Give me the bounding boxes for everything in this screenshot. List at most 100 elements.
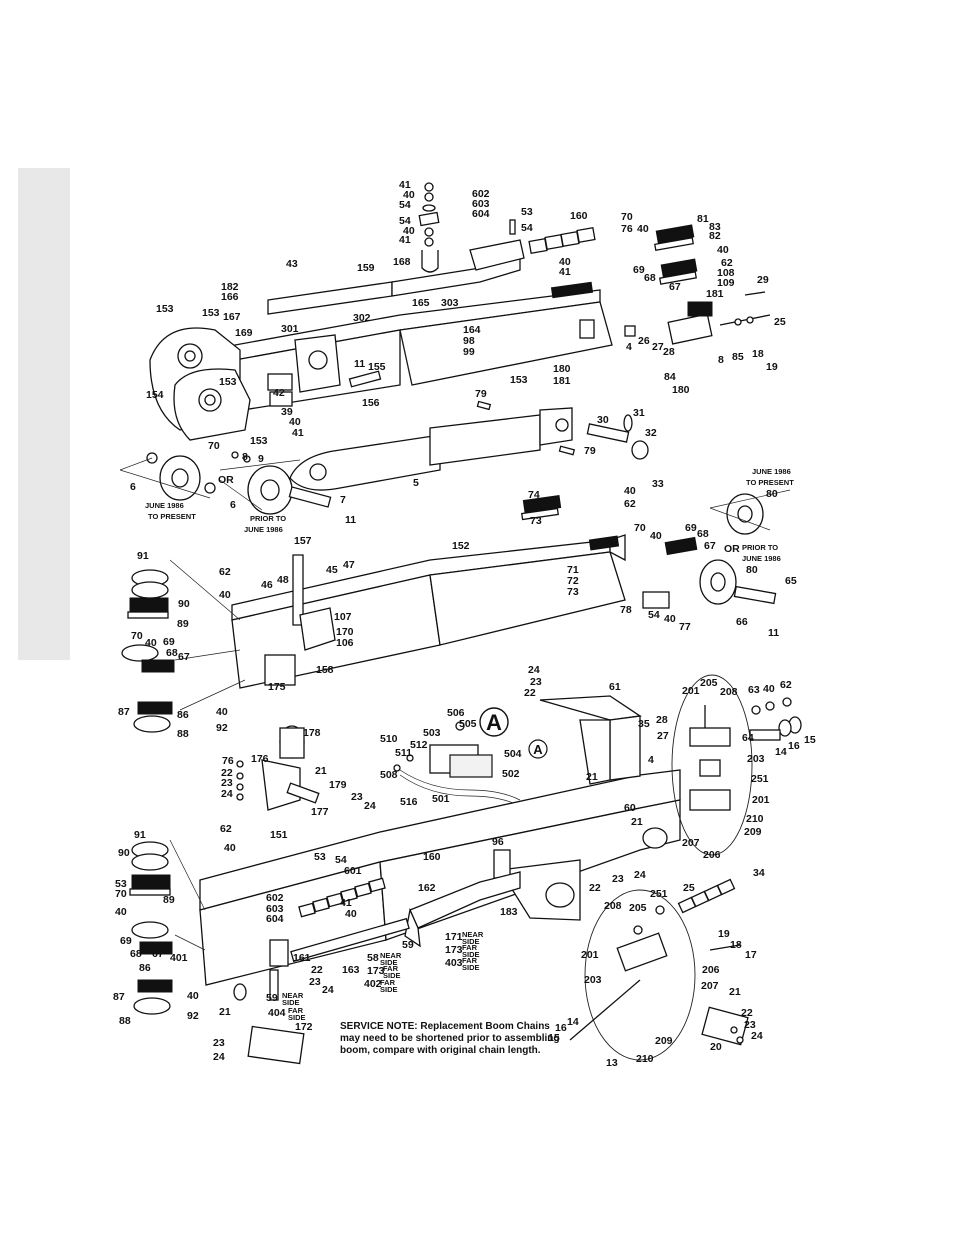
part-label-161: 161 bbox=[293, 952, 311, 964]
part-label-153: 153 bbox=[156, 303, 174, 315]
detail-oval-13 bbox=[569, 878, 749, 1061]
part-label-67: 67 bbox=[669, 281, 681, 293]
part-label-74: 74 bbox=[528, 489, 540, 501]
top-boom-assembly bbox=[149, 182, 771, 441]
part-label-54: 54 bbox=[521, 222, 533, 234]
service-note-line-2: may need to be shortened prior to assemb… bbox=[340, 1033, 560, 1044]
part-label-62: 62 bbox=[624, 498, 636, 510]
part-label-69: 69 bbox=[120, 935, 132, 947]
part-label-170: 170 bbox=[336, 626, 354, 638]
part-label-23: 23 bbox=[309, 976, 321, 988]
part-label-84: 84 bbox=[664, 371, 676, 383]
part-label-98: 98 bbox=[463, 335, 475, 347]
part-label-169: 169 bbox=[235, 327, 253, 339]
part-label-40: 40 bbox=[624, 485, 636, 497]
part-label-64: 64 bbox=[742, 732, 754, 744]
june-1986-to-present-right-1: JUNE 1986 bbox=[752, 467, 791, 476]
part-label-208: 208 bbox=[720, 686, 738, 698]
part-label-40: 40 bbox=[115, 906, 127, 918]
part-label-54: 54 bbox=[335, 854, 347, 866]
part-label-47: 47 bbox=[343, 559, 355, 571]
part-label-30: 30 bbox=[597, 414, 609, 426]
part-label-302: 302 bbox=[353, 312, 371, 324]
part-label-24: 24 bbox=[213, 1051, 225, 1063]
detail-a-small-label: A bbox=[533, 742, 543, 757]
part-label-25: 25 bbox=[683, 882, 695, 894]
part-label-22: 22 bbox=[311, 964, 323, 976]
part-label-46: 46 bbox=[261, 579, 273, 591]
part-label-203: 203 bbox=[747, 753, 765, 765]
part-label-23: 23 bbox=[351, 791, 363, 803]
part-label-45: 45 bbox=[326, 564, 338, 576]
side-note-side: SIDE bbox=[462, 937, 480, 946]
part-label-167: 167 bbox=[223, 311, 241, 323]
part-label-61: 61 bbox=[609, 681, 621, 693]
part-label-173: 173 bbox=[445, 944, 463, 956]
part-label-31: 31 bbox=[633, 407, 645, 419]
detail-a-callout: A A bbox=[479, 707, 548, 759]
part-label-87: 87 bbox=[113, 991, 125, 1003]
part-label-83: 83 bbox=[709, 221, 721, 233]
side-note-side: SIDE bbox=[380, 985, 398, 994]
part-label-48: 48 bbox=[277, 574, 289, 586]
part-label-27: 27 bbox=[657, 730, 669, 742]
part-label-107: 107 bbox=[334, 611, 352, 623]
part-label-16: 16 bbox=[555, 1022, 567, 1034]
part-label-20: 20 bbox=[710, 1041, 722, 1053]
part-label-26: 26 bbox=[638, 335, 650, 347]
part-label-41: 41 bbox=[559, 266, 571, 278]
part-label-24: 24 bbox=[528, 664, 540, 676]
part-label-70: 70 bbox=[131, 630, 143, 642]
part-label-15: 15 bbox=[804, 734, 816, 746]
part-label-32: 32 bbox=[645, 427, 657, 439]
part-label-89: 89 bbox=[177, 618, 189, 630]
part-label-11: 11 bbox=[768, 627, 779, 639]
side-note-side: SIDE bbox=[288, 1013, 306, 1022]
middle-boom-assembly bbox=[121, 489, 791, 733]
part-label-108: 108 bbox=[717, 267, 735, 279]
part-label-502: 502 bbox=[502, 768, 520, 780]
part-label-68: 68 bbox=[130, 948, 142, 960]
part-label-70: 70 bbox=[634, 522, 646, 534]
part-label-109: 109 bbox=[717, 277, 735, 289]
part-label-33: 33 bbox=[652, 478, 664, 490]
part-label-27: 27 bbox=[652, 341, 664, 353]
part-label-24: 24 bbox=[751, 1030, 763, 1042]
part-label-67: 67 bbox=[704, 540, 716, 552]
side-note-far: FAR bbox=[380, 978, 396, 987]
part-label-602: 602 bbox=[266, 892, 284, 904]
part-label-22: 22 bbox=[589, 882, 601, 894]
part-label-58: 58 bbox=[367, 952, 379, 964]
part-label-40: 40 bbox=[289, 416, 301, 428]
part-label-70: 70 bbox=[621, 211, 633, 223]
part-label-151: 151 bbox=[270, 829, 288, 841]
part-label-40: 40 bbox=[717, 244, 729, 256]
part-label-34: 34 bbox=[753, 867, 765, 879]
part-label-76: 76 bbox=[621, 223, 633, 235]
part-label-6: 6 bbox=[130, 481, 136, 493]
side-note-far: FAR bbox=[462, 943, 478, 952]
part-label-158: 158 bbox=[316, 664, 334, 676]
part-label-11: 11 bbox=[354, 358, 365, 370]
part-label-153: 153 bbox=[510, 374, 528, 386]
part-label-183: 183 bbox=[500, 906, 518, 918]
part-label-210: 210 bbox=[636, 1053, 654, 1065]
part-label-511: 511 bbox=[395, 747, 412, 759]
part-label-42: 42 bbox=[273, 387, 285, 399]
side-note-side: SIDE bbox=[462, 950, 480, 959]
part-label-177: 177 bbox=[311, 806, 329, 818]
part-label-60: 60 bbox=[624, 802, 636, 814]
part-label-69: 69 bbox=[163, 636, 175, 648]
part-label-53: 53 bbox=[314, 851, 326, 863]
side-note-far: FAR bbox=[462, 956, 478, 965]
part-label-205: 205 bbox=[700, 677, 718, 689]
part-label-53: 53 bbox=[115, 878, 127, 890]
side-note-near: NEAR bbox=[282, 991, 304, 1000]
part-label-13: 13 bbox=[606, 1057, 618, 1069]
part-label-23: 23 bbox=[612, 873, 624, 885]
part-label-4: 4 bbox=[626, 341, 632, 353]
part-label-90: 90 bbox=[178, 598, 190, 610]
part-label-251: 251 bbox=[650, 888, 668, 900]
prior-to-june-1986-left-2: JUNE 1986 bbox=[244, 525, 283, 534]
part-label-201: 201 bbox=[752, 794, 770, 806]
